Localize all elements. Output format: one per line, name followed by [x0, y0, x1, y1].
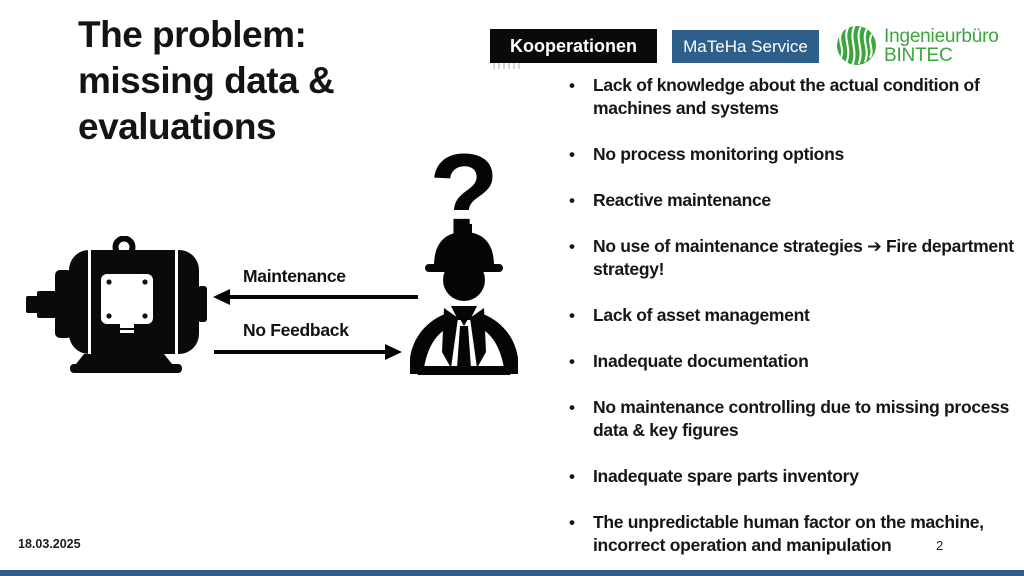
footer-accent-bar — [0, 570, 1024, 576]
maintenance-arrow-label: Maintenance — [243, 266, 346, 286]
list-item: Lack of knowledge about the actual condi… — [566, 74, 1018, 120]
slide-date: 18.03.2025 — [18, 537, 81, 551]
no-feedback-arrow-label: No Feedback — [243, 320, 349, 340]
list-item: No maintenance controlling due to missin… — [566, 396, 1018, 442]
list-item: Reactive maintenance — [566, 189, 1018, 212]
badge-kooperationen: Kooperationen — [490, 29, 657, 63]
bintec-logo: Ingenieurbüro BINTEC — [836, 25, 999, 66]
electric-motor-icon — [26, 236, 207, 373]
arrow-line — [228, 295, 418, 299]
list-item: Inadequate documentation — [566, 350, 1018, 373]
list-item: Lack of asset management — [566, 304, 1018, 327]
problem-bullet-list: Lack of knowledge about the actual condi… — [566, 74, 1018, 576]
no-feedback-arrow — [214, 344, 402, 360]
wavy-sphere-icon — [837, 26, 876, 65]
list-item: Inadequate spare parts inventory — [566, 465, 1018, 488]
logo-line1: Ingenieurbüro — [884, 25, 999, 47]
logo-line2: BINTEC — [884, 44, 953, 66]
clipped-text-artifact — [493, 63, 521, 69]
worker-with-question-mark-icon: ? — [410, 144, 518, 375]
list-item: No use of maintenance strategies ➔ Fire … — [566, 235, 1018, 281]
page-number: 2 — [936, 538, 944, 553]
bintec-logo-text: Ingenieurbüro BINTEC — [884, 27, 999, 65]
list-item: The unpredictable human factor on the ma… — [566, 511, 1018, 557]
maintenance-arrow — [213, 289, 418, 305]
arrow-line — [214, 350, 387, 354]
badge-mateha-label: MaTeHa Service — [683, 36, 808, 56]
slide-title: The problem: missing data & evaluations — [78, 14, 335, 147]
list-item: No process monitoring options — [566, 143, 1018, 166]
badge-kooperationen-label: Kooperationen — [509, 35, 637, 56]
badge-mateha-service: MaTeHa Service — [672, 30, 819, 63]
arrowhead-right-icon — [385, 344, 402, 360]
arrowhead-left-icon — [213, 289, 230, 305]
